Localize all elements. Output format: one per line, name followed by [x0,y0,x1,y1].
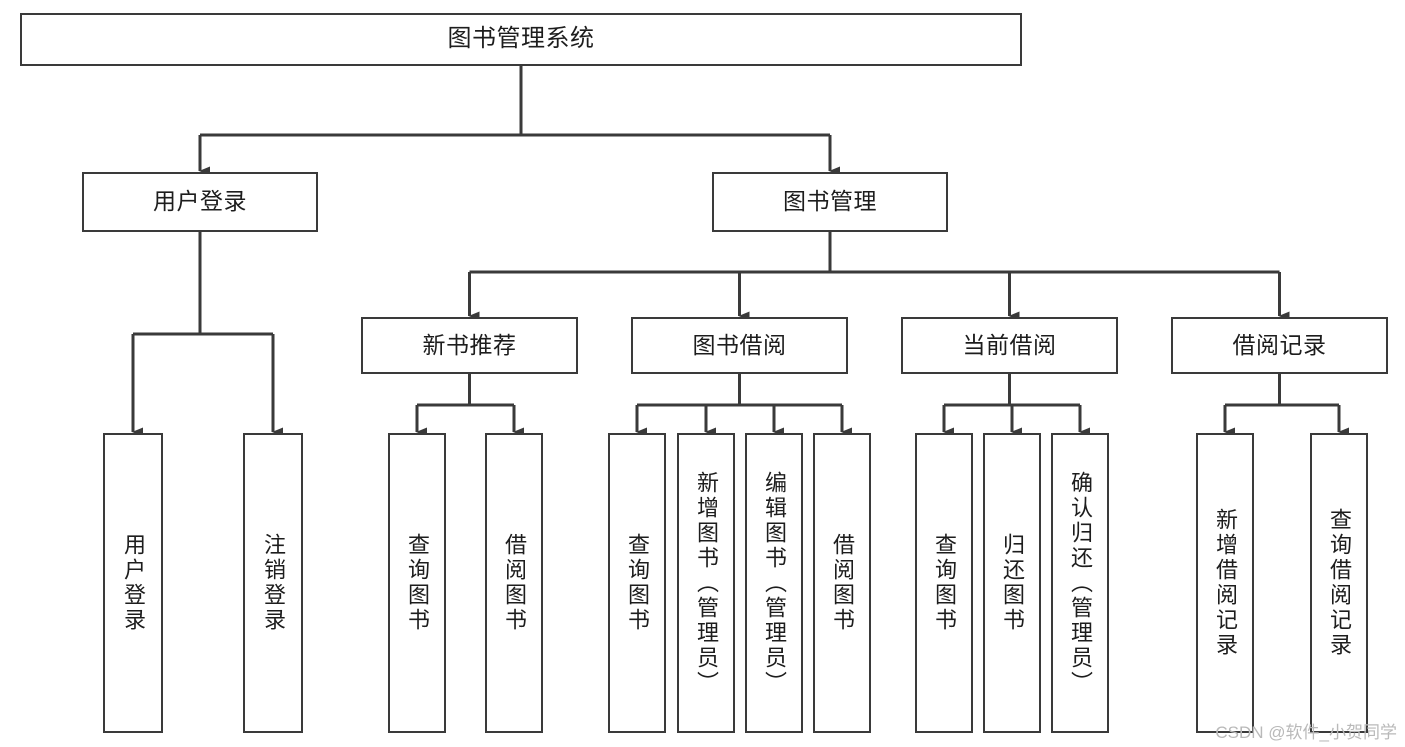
node-new-book-rec[interactable]: 新书推荐 [361,317,578,374]
node-leaf-query-book-1[interactable]: 查询图书 [388,433,446,733]
node-label: 查询图书 [625,533,650,633]
node-leaf-query-record[interactable]: 查询借阅记录 [1310,433,1368,733]
node-leaf-borrow-book-1[interactable]: 借阅图书 [485,433,543,733]
node-label: 查询借阅记录 [1327,508,1352,658]
node-label: 用户登录 [121,533,146,633]
node-label: 借阅图书 [502,533,527,633]
node-label: 借阅记录 [1232,331,1327,358]
node-label: 编辑图书（管理员） [762,470,787,696]
node-book-manage[interactable]: 图书管理 [712,172,948,232]
node-label: 查询图书 [932,533,957,633]
node-leaf-borrow-book-2[interactable]: 借阅图书 [813,433,871,733]
node-label: 用户登录 [153,188,247,215]
node-leaf-confirm-return[interactable]: 确认归还（管理员） [1051,433,1109,733]
node-leaf-logout[interactable]: 注销登录 [243,433,303,733]
node-label: 借阅图书 [830,533,855,633]
node-leaf-query-book-3[interactable]: 查询图书 [915,433,973,733]
node-leaf-user-login[interactable]: 用户登录 [103,433,163,733]
node-label: 图书管理 [783,188,877,215]
node-leaf-add-record[interactable]: 新增借阅记录 [1196,433,1254,733]
node-leaf-edit-book[interactable]: 编辑图书（管理员） [745,433,803,733]
node-label: 确认归还（管理员） [1068,470,1093,696]
connector-lines [131,66,1349,437]
node-borrow-record[interactable]: 借阅记录 [1171,317,1388,374]
node-root[interactable]: 图书管理系统 [20,13,1022,66]
node-label: 当前借阅 [962,331,1057,358]
node-label: 新书推荐 [422,331,517,358]
node-label: 新增借阅记录 [1213,508,1238,658]
node-leaf-add-book[interactable]: 新增图书（管理员） [677,433,735,733]
node-leaf-return-book[interactable]: 归还图书 [983,433,1041,733]
node-label: 归还图书 [1000,533,1025,633]
node-label: 新增图书（管理员） [694,470,719,696]
node-current-borrow[interactable]: 当前借阅 [901,317,1118,374]
node-book-borrow[interactable]: 图书借阅 [631,317,848,374]
node-label: 图书借阅 [692,331,787,358]
node-user-login[interactable]: 用户登录 [82,172,318,232]
node-leaf-query-book-2[interactable]: 查询图书 [608,433,666,733]
node-label: 图书管理系统 [447,25,595,53]
node-label: 查询图书 [405,533,430,633]
node-label: 注销登录 [261,533,286,633]
